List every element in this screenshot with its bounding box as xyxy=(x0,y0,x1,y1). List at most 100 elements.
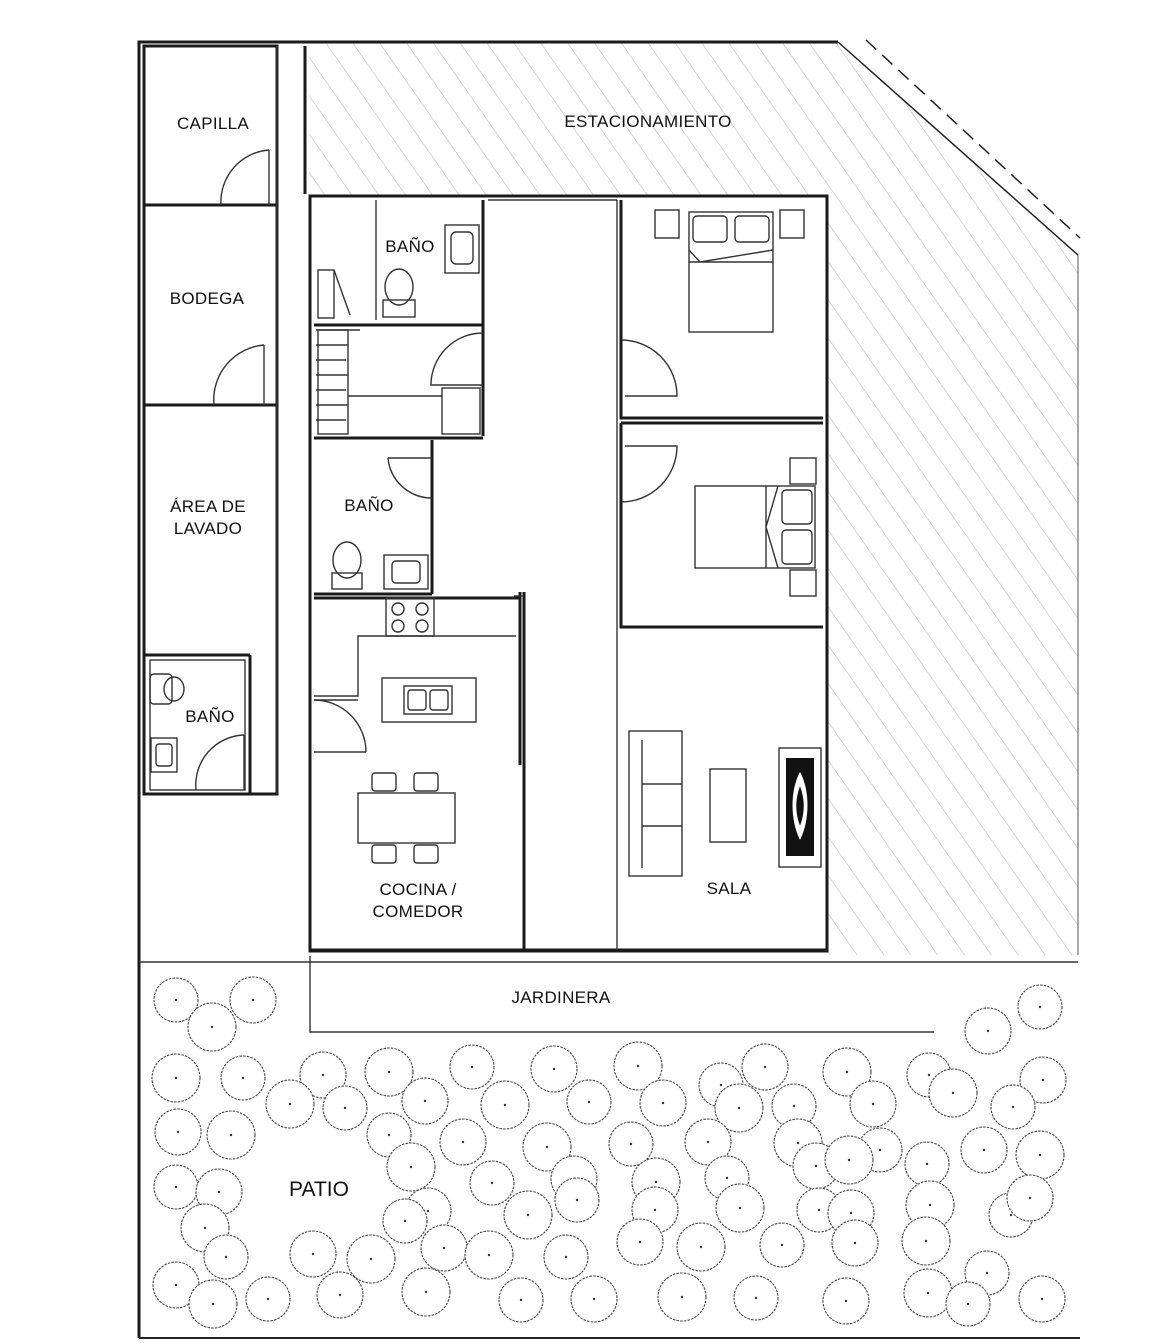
tree-center-dot xyxy=(725,1176,729,1180)
tree-center-dot xyxy=(241,1076,245,1080)
tree-center-dot xyxy=(176,1130,180,1134)
property-line-diagonal xyxy=(837,41,1079,256)
tree-center-dot xyxy=(792,1104,796,1108)
tree-center-dot xyxy=(638,1240,642,1244)
tree-center-dot xyxy=(210,1025,214,1029)
property-boundary xyxy=(137,40,838,1338)
tree-center-dot xyxy=(1011,1105,1015,1109)
label-cocina-2: COMEDOR xyxy=(373,902,464,921)
tree-center-dot xyxy=(847,1158,851,1162)
label-bodega: BODEGA xyxy=(170,289,245,308)
tree-center-dot xyxy=(426,1209,430,1213)
label-capilla: CAPILLA xyxy=(177,114,249,133)
label-bano-2: BAÑO xyxy=(344,496,393,515)
service-strip xyxy=(142,44,307,796)
tree-center-dot xyxy=(1038,1005,1042,1009)
tree-center-dot xyxy=(986,1029,990,1033)
tree-center-dot xyxy=(526,1213,530,1217)
tree-center-dot xyxy=(1028,1196,1032,1200)
tree-center-dot xyxy=(487,1253,491,1257)
tree-center-dot xyxy=(174,1283,178,1287)
label-area-lavado-2: LAVADO xyxy=(174,519,242,538)
house xyxy=(308,194,829,953)
tree-center-dot xyxy=(338,1293,342,1297)
tree-center-dot xyxy=(229,1133,233,1137)
label-area-lavado-1: ÁREA DE xyxy=(170,497,246,516)
patio-trees xyxy=(151,976,1067,1329)
parking-area xyxy=(309,42,1078,955)
tree-center-dot xyxy=(343,1106,347,1110)
tree-center-dot xyxy=(409,1165,413,1169)
property-line-dashed xyxy=(865,39,1081,239)
label-bano-ext: BAÑO xyxy=(185,707,234,726)
tree-center-dot xyxy=(592,1297,596,1301)
tree-center-dot xyxy=(387,1133,391,1137)
label-jardinera: JARDINERA xyxy=(511,988,610,1007)
tree-center-dot xyxy=(1041,1078,1045,1082)
tree-center-dot xyxy=(423,1099,427,1103)
tree-center-dot xyxy=(503,1103,507,1107)
tree-center-dot xyxy=(966,1302,970,1306)
tree-center-dot xyxy=(924,1239,928,1243)
tree-center-dot xyxy=(564,1255,568,1259)
tree-center-dot xyxy=(174,1076,178,1080)
tree-center-dot xyxy=(211,1302,215,1306)
tree-center-dot xyxy=(814,1164,818,1168)
tree-center-dot xyxy=(661,1101,665,1105)
tree-center-dot xyxy=(545,1145,549,1149)
tree-center-dot xyxy=(403,1219,407,1223)
tree-center-dot xyxy=(928,1203,932,1207)
tree-center-dot xyxy=(951,1091,955,1095)
tree-center-dot xyxy=(982,1148,986,1152)
tree-center-dot xyxy=(738,1206,742,1210)
tree-center-dot xyxy=(1038,1153,1042,1157)
tree-center-dot xyxy=(926,1291,930,1295)
tree-center-dot xyxy=(552,1067,556,1071)
tree-center-dot xyxy=(845,1070,849,1074)
tree-center-dot xyxy=(925,1162,929,1166)
tree-center-dot xyxy=(737,1106,741,1110)
tree-center-dot xyxy=(844,1299,848,1303)
label-cocina-1: COCINA / xyxy=(379,880,456,899)
tree-center-dot xyxy=(629,1142,633,1146)
tree-center-dot xyxy=(442,1246,446,1250)
tree-center-dot xyxy=(575,1198,579,1202)
tree-center-dot xyxy=(680,1295,684,1299)
tree-center-dot xyxy=(461,1140,465,1144)
tree-center-dot xyxy=(587,1100,591,1104)
tree-center-dot xyxy=(369,1257,373,1261)
tree-center-dot xyxy=(927,1073,931,1077)
label-patio: PATIO xyxy=(289,1178,349,1201)
tree-center-dot xyxy=(174,1185,178,1189)
tree-center-dot xyxy=(706,1140,710,1144)
tree-center-dot xyxy=(985,1271,989,1275)
tree-center-dot xyxy=(1040,1297,1044,1301)
tree-center-dot xyxy=(266,1297,270,1301)
tree-center-dot xyxy=(780,1243,784,1247)
tree-center-dot xyxy=(849,1211,853,1215)
label-sala: SALA xyxy=(707,879,752,898)
tree-center-dot xyxy=(636,1064,640,1068)
tree-center-dot xyxy=(288,1102,292,1106)
tree-center-dot xyxy=(1009,1213,1013,1217)
tree-center-dot xyxy=(203,1226,207,1230)
label-bano-1: BAÑO xyxy=(385,237,434,256)
tree-center-dot xyxy=(321,1073,325,1077)
tree-center-dot xyxy=(217,1190,221,1194)
tree-center-dot xyxy=(653,1208,657,1212)
tree-center-dot xyxy=(470,1065,474,1069)
tree-center-dot xyxy=(387,1070,391,1074)
tree-center-dot xyxy=(878,1148,882,1152)
tree-center-dot xyxy=(311,1252,315,1256)
tree-center-dot xyxy=(796,1141,800,1145)
tree-center-dot xyxy=(424,1290,428,1294)
tree-center-dot xyxy=(174,998,178,1002)
tree-center-dot xyxy=(490,1181,494,1185)
label-estacionamiento: ESTACIONAMIENTO xyxy=(564,112,731,131)
tree-center-dot xyxy=(699,1245,703,1249)
tree-center-dot xyxy=(719,1083,723,1087)
tree-center-dot xyxy=(224,1255,228,1259)
tree-center-dot xyxy=(817,1208,821,1212)
tree-center-dot xyxy=(519,1298,523,1302)
